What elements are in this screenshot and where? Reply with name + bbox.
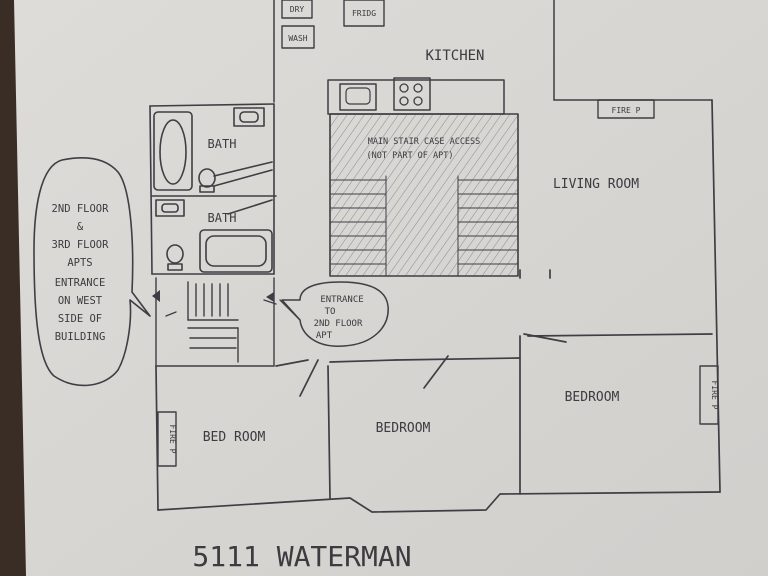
bath-upper-label: BATH <box>208 137 237 151</box>
fireplace-left: FIRE P <box>157 411 177 467</box>
svg-text:3RD FLOOR: 3RD FLOOR <box>52 239 110 251</box>
paper-sheet <box>14 0 768 576</box>
living-room-label: LIVING ROOM <box>553 177 639 192</box>
apt-entrance-callout: ENTRANCE TO 2ND FLOOR APT <box>279 281 389 347</box>
bath-block <box>149 103 277 275</box>
svg-text:ENTRANCE: ENTRANCE <box>320 295 363 305</box>
bath-lower-label: BATH <box>208 211 237 225</box>
fireplace-top: FIRE P <box>597 99 655 119</box>
sink-icon <box>345 87 371 105</box>
entrance-arrow-icon <box>152 290 160 302</box>
kitchen-label: KITCHEN <box>425 48 484 64</box>
bedroom-right-label: BEDROOM <box>565 390 620 405</box>
address-title: 5111 WATERMAN <box>192 540 411 573</box>
svg-text:TO: TO <box>325 307 336 317</box>
bedroom-middle-label: BEDROOM <box>376 421 431 436</box>
main-staircase: MAIN STAIR CASE ACCESS (NOT PART OF APT) <box>329 113 519 277</box>
svg-text:FIRE P: FIRE P <box>168 425 177 454</box>
entry-stair <box>155 277 277 367</box>
svg-text:ON WEST: ON WEST <box>58 295 103 307</box>
svg-text:2ND FLOOR: 2ND FLOOR <box>52 203 110 215</box>
apartment-walls <box>155 99 721 513</box>
svg-text:FRIDG: FRIDG <box>352 9 376 18</box>
dryer-box: DRY <box>281 0 313 19</box>
side-entrance-callout: 2ND FLOOR & 3RD FLOOR APTS ENTRANCE ON W… <box>33 157 151 387</box>
svg-text:FIRE P: FIRE P <box>612 106 641 115</box>
entrance-arrow-icon <box>266 292 274 302</box>
svg-text:WASH: WASH <box>288 34 307 43</box>
washer-box: WASH <box>281 25 315 49</box>
svg-text:ENTRANCE: ENTRANCE <box>55 277 106 289</box>
svg-text:SIDE OF: SIDE OF <box>58 313 102 325</box>
fireplace-right: FIRE P <box>699 365 719 425</box>
svg-text:APT: APT <box>316 331 333 341</box>
bedroom-left-label: BED ROOM <box>203 430 266 445</box>
stove-icon <box>399 83 423 106</box>
fridge-box: FRIDG <box>343 0 385 27</box>
svg-text:APTS: APTS <box>67 257 92 269</box>
svg-text:BUILDING: BUILDING <box>55 331 106 343</box>
svg-text:FIRE P: FIRE P <box>710 381 719 410</box>
svg-text:DRY: DRY <box>290 5 305 14</box>
svg-text:MAIN STAIR CASE ACCESS: MAIN STAIR CASE ACCESS <box>368 137 481 147</box>
svg-text:2ND FLOOR: 2ND FLOOR <box>314 319 363 329</box>
svg-text:(NOT PART OF APT): (NOT PART OF APT) <box>367 151 454 161</box>
svg-text:&: & <box>77 221 84 233</box>
